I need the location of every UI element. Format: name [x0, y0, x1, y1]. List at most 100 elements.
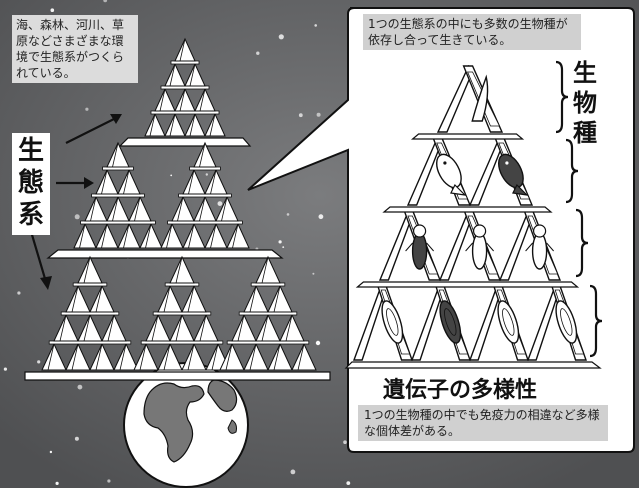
card-edge: [83, 256, 91, 284]
card-pair: [194, 87, 216, 112]
star: [217, 201, 223, 207]
card-pair: [182, 222, 206, 249]
card-edge: [107, 314, 115, 342]
species-card-pair: [526, 282, 587, 361]
arrow-to-bottom-tower: [28, 227, 52, 290]
card-edge: [237, 314, 245, 342]
ecosystem-text: 生態系: [18, 136, 45, 230]
microbe-icon: [555, 300, 578, 344]
curly-brace: [565, 138, 579, 204]
star: [85, 107, 89, 111]
curly-brace: [555, 60, 569, 134]
star: [298, 113, 303, 118]
species-card-pair: [498, 208, 562, 281]
star: [205, 173, 208, 176]
genetic-note: 1つの生物種の中でも免疫力の相違など多様な個体差がある。: [358, 405, 608, 441]
card-edge: [189, 63, 196, 87]
star: [37, 360, 41, 364]
microbe-icon: [497, 300, 520, 344]
card-edge: [210, 223, 217, 249]
card-pair: [174, 87, 196, 112]
card-edge: [151, 314, 159, 342]
microbe-icon: [381, 300, 404, 344]
species-label: 生物種: [570, 58, 600, 158]
card-pair: [193, 195, 217, 222]
card-pair: [174, 37, 196, 62]
environment-note: 海、森林、河川、草原などさまざまな環境で生態系がつくられている。: [12, 15, 138, 83]
card-edge: [221, 196, 228, 222]
card-pair: [89, 342, 115, 371]
card-tower: [144, 37, 226, 137]
card-edge: [225, 343, 233, 371]
card-edge: [71, 343, 79, 371]
card-pair: [184, 62, 206, 87]
card-pair: [84, 195, 108, 222]
card-pair: [53, 313, 79, 342]
card-pair: [101, 313, 127, 342]
star: [316, 112, 321, 117]
card-edge: [112, 142, 119, 168]
card-edge: [187, 343, 195, 371]
star: [17, 291, 21, 295]
card-edge: [123, 223, 130, 249]
card-pair: [171, 195, 195, 222]
card-pair: [181, 342, 207, 371]
star: [282, 246, 285, 249]
card-edge: [149, 113, 156, 137]
star: [286, 213, 290, 216]
card-edge: [199, 142, 206, 168]
species-shelf: [355, 281, 580, 288]
card-edge: [273, 285, 281, 313]
card-pair: [219, 342, 245, 371]
card-edge: [177, 196, 184, 222]
card-tower: [133, 255, 231, 371]
card-edge: [101, 223, 108, 249]
card-pair: [193, 313, 219, 342]
card-pair: [169, 313, 195, 342]
card-pair: [279, 313, 305, 342]
card-edge: [163, 343, 171, 371]
species-note: 1つの生態系の中にも多数の生物種が依存し合って生きている。: [363, 14, 581, 50]
card-edge: [188, 169, 195, 195]
star: [314, 24, 318, 27]
card-pair: [133, 342, 159, 371]
card-edge: [145, 223, 152, 249]
card-pair: [291, 342, 317, 371]
card-edge: [179, 38, 186, 62]
card-pair: [181, 284, 207, 313]
species-note-box: 1つの生態系の中にも多数の生物種が依存し合って生きている。: [363, 14, 581, 50]
star: [278, 34, 284, 40]
card-pair: [184, 112, 206, 137]
card-pair: [255, 313, 281, 342]
card-edge: [210, 169, 217, 195]
card-pair: [77, 255, 103, 284]
species-braces: [555, 60, 603, 358]
card-pair: [160, 222, 184, 249]
environment-note-box: 海、森林、河川、草原などさまざまな環境で生態系がつくられている。: [12, 15, 138, 83]
card-edge: [261, 314, 269, 342]
card-pair: [95, 168, 119, 195]
star: [346, 481, 351, 485]
card-edge: [95, 285, 103, 313]
card-pair: [117, 168, 141, 195]
card-edge: [101, 169, 108, 195]
card-pair: [117, 222, 141, 249]
species-text: 生物種: [573, 59, 597, 147]
star: [170, 174, 173, 177]
species-shelf: [382, 206, 553, 213]
arrow-to-top-tower: [65, 114, 122, 144]
card-pair: [255, 255, 281, 284]
card-edge: [163, 285, 171, 313]
star: [278, 240, 282, 244]
star: [318, 214, 324, 220]
card-pair: [128, 195, 152, 222]
card-edge: [95, 343, 103, 371]
fish-icon: [497, 153, 529, 196]
star: [49, 450, 53, 454]
card-edge: [139, 343, 147, 371]
curly-brace: [589, 284, 603, 358]
card-pair: [204, 222, 228, 249]
card-pair: [89, 284, 115, 313]
